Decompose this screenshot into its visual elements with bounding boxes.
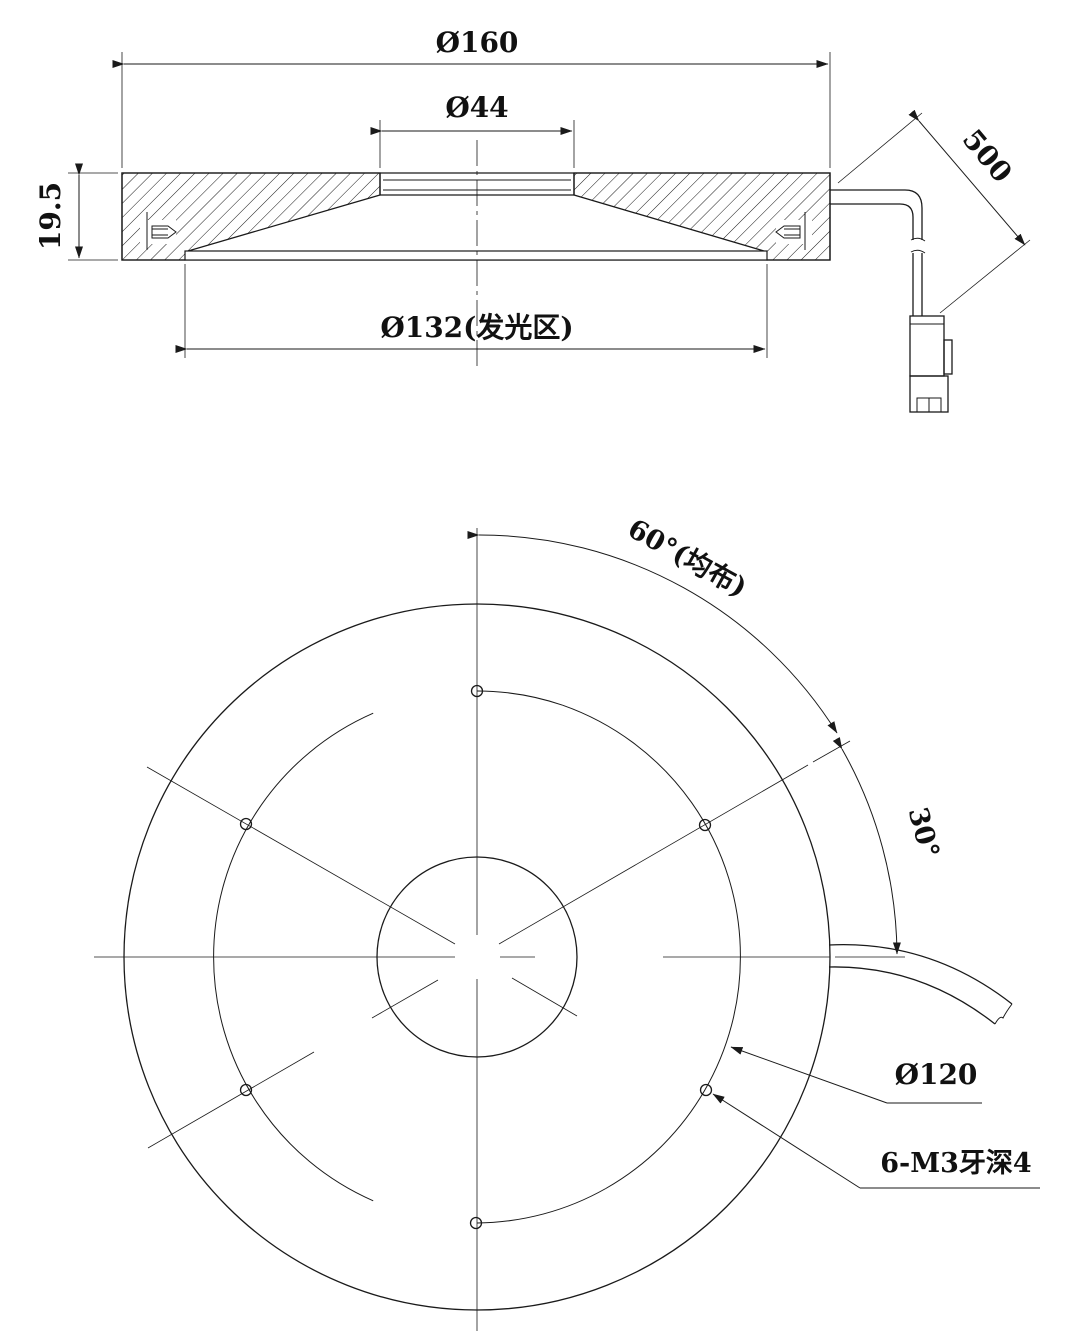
emitting-diameter-label: Ø132(发光区) xyxy=(380,311,573,344)
mounting-hole xyxy=(469,1216,483,1230)
inner-diameter-label: Ø44 xyxy=(445,91,508,124)
emitting-window xyxy=(184,250,768,261)
body-outline xyxy=(121,172,831,261)
section-hatch xyxy=(121,172,831,261)
center-lines xyxy=(94,528,830,1331)
mounting-hole xyxy=(239,1083,253,1097)
dim-inner-diameter: Ø44 xyxy=(370,91,575,168)
side-view: Ø160 Ø44 19.5 500 Ø132(发光区) xyxy=(34,26,1031,413)
dim-hole-circle-diameter: Ø120 xyxy=(730,1046,982,1104)
mounting-hole xyxy=(699,1083,713,1097)
dim-cable-angle: 30° xyxy=(832,737,945,958)
screw-detail-right xyxy=(775,212,812,250)
dim-height: 19.5 xyxy=(34,163,118,261)
dim-cable-length: 500 xyxy=(837,109,1031,314)
screw-detail-left xyxy=(140,212,177,250)
cable-connector xyxy=(830,189,953,413)
cable-length-label: 500 xyxy=(956,123,1019,189)
top-view: 60°(均布) 30° Ø120 6-M3牙深4 xyxy=(94,513,1040,1331)
hole-circle-diameter-label: Ø120 xyxy=(895,1058,978,1091)
thread-callout: 6-M3牙深4 xyxy=(712,1093,1040,1189)
cable-exit xyxy=(828,943,1013,1025)
dim-emitting-diameter: Ø132(发光区) xyxy=(175,264,768,358)
mounting-hole xyxy=(239,817,253,831)
mounting-hole xyxy=(698,818,712,832)
height-label: 19.5 xyxy=(34,182,67,250)
cable-angle-label: 30° xyxy=(902,804,945,861)
dim-hole-angle: 60°(均布) xyxy=(467,513,851,763)
thread-note-label: 6-M3牙深4 xyxy=(880,1148,1031,1179)
dim-outer-diameter: Ø160 xyxy=(112,26,831,168)
outer-diameter-label: Ø160 xyxy=(436,26,519,59)
